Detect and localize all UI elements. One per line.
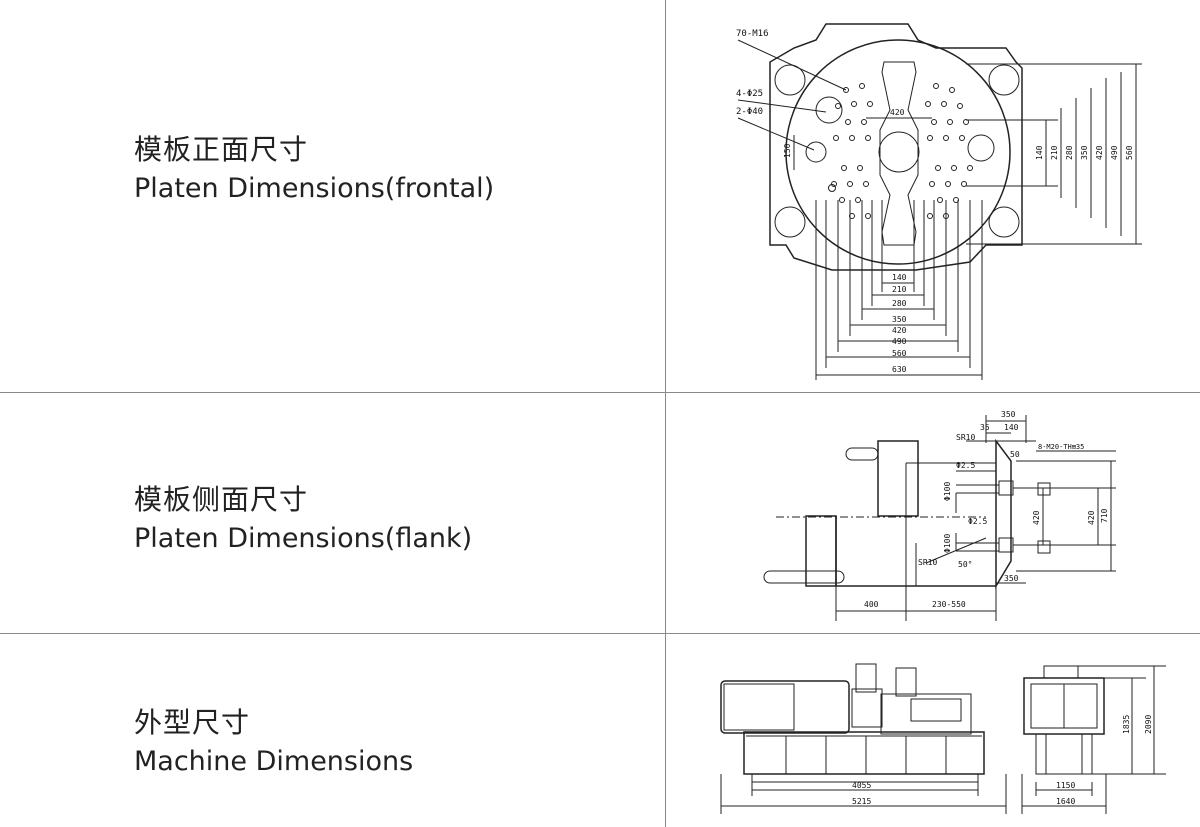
callout-phi25: 4-Φ25 <box>736 89 763 99</box>
platen-frontal-drawing: 70-M16 4-Φ25 2-Φ40 420 150 <box>666 0 1200 392</box>
dim-bottom-210: 210 <box>892 285 907 294</box>
machine-drawing: 4055 5215 <box>666 634 1200 827</box>
dim-right-490: 490 <box>1110 145 1119 160</box>
row-machine-label: 外型尺寸 Machine Dimensions <box>134 703 644 781</box>
flank-dim-710: 710 <box>1100 508 1109 523</box>
flank-dim-50-top: 50 <box>1010 450 1020 459</box>
column-divider <box>665 0 666 827</box>
flank-angle-50: 50° <box>958 560 972 569</box>
machine-dim-1150: 1150 <box>1056 781 1075 790</box>
tapped-holes <box>828 83 973 219</box>
callout-phi40: 2-Φ40 <box>736 107 763 117</box>
flank-dim-420-inner: 420 <box>1032 510 1041 525</box>
machine-front-view <box>720 663 1007 814</box>
dim-right-280: 280 <box>1065 145 1074 160</box>
flank-dim-stroke: 230-550 <box>932 600 966 609</box>
dim-right-560: 560 <box>1125 145 1134 160</box>
flank-dim-140: 140 <box>1004 423 1019 432</box>
flank-thread-spec: 8-M20-TH⊞35 <box>1038 443 1084 451</box>
label-cn: 模板侧面尺寸 <box>134 483 309 516</box>
row-divider <box>0 633 1200 634</box>
machine-dim-1640: 1640 <box>1056 797 1075 806</box>
label-en: Machine Dimensions <box>134 746 414 777</box>
bottom-dimensions <box>815 200 983 380</box>
platen-flank-drawing: 350 35 140 SR10 8-M20-TH⊞35 Φ2.5 50 Φ100… <box>666 393 1200 633</box>
dim-right-420: 420 <box>1095 145 1104 160</box>
flank-dim-35: 35 <box>980 423 990 432</box>
dim-left-150: 150 <box>783 143 792 158</box>
flank-sr10-bottom: SR10 <box>918 558 937 567</box>
label-en: Platen Dimensions(flank) <box>134 523 473 554</box>
flank-phi100-top: Φ100 <box>943 482 952 501</box>
dim-bottom-630: 630 <box>892 365 907 374</box>
flank-phi100-bottom: Φ100 <box>943 534 952 553</box>
dim-bottom-350: 350 <box>892 315 907 324</box>
flank-dim-350-bottom: 350 <box>1004 574 1019 583</box>
row-divider <box>0 392 1200 393</box>
flank-dim-420-outer: 420 <box>1087 510 1096 525</box>
dim-bottom-560: 560 <box>892 349 907 358</box>
machine-dim-5215: 5215 <box>852 797 871 806</box>
dim-bottom-420: 420 <box>892 326 907 335</box>
machine-dim-1835: 1835 <box>1122 715 1131 734</box>
dim-bottom-140: 140 <box>892 273 907 282</box>
row-frontal-label: 模板正面尺寸 Platen Dimensions(frontal) <box>134 130 644 208</box>
dim-right-140: 140 <box>1035 145 1044 160</box>
machine-dim-2090: 2090 <box>1144 715 1153 734</box>
label-en: Platen Dimensions(frontal) <box>134 173 495 204</box>
machine-dim-4055: 4055 <box>852 781 871 790</box>
flank-phi25-top: Φ2.5 <box>956 461 975 470</box>
dim-bottom-490: 490 <box>892 337 907 346</box>
flank-dim-350: 350 <box>1001 410 1016 419</box>
flank-sr10-top: SR10 <box>956 433 975 442</box>
label-cn: 模板正面尺寸 <box>134 133 309 166</box>
label-cn: 外型尺寸 <box>134 706 251 739</box>
flank-dim-400: 400 <box>864 600 879 609</box>
dim-bottom-280: 280 <box>892 299 907 308</box>
callout-m16: 70-M16 <box>736 29 769 39</box>
dim-top-420: 420 <box>890 108 905 117</box>
row-flank-label: 模板侧面尺寸 Platen Dimensions(flank) <box>134 480 644 558</box>
machine-side-view <box>1021 665 1166 814</box>
right-dimensions <box>966 63 1142 245</box>
dim-right-350: 350 <box>1080 145 1089 160</box>
dim-right-210: 210 <box>1050 145 1059 160</box>
flank-phi25-bottom: Φ2.5 <box>968 517 987 526</box>
